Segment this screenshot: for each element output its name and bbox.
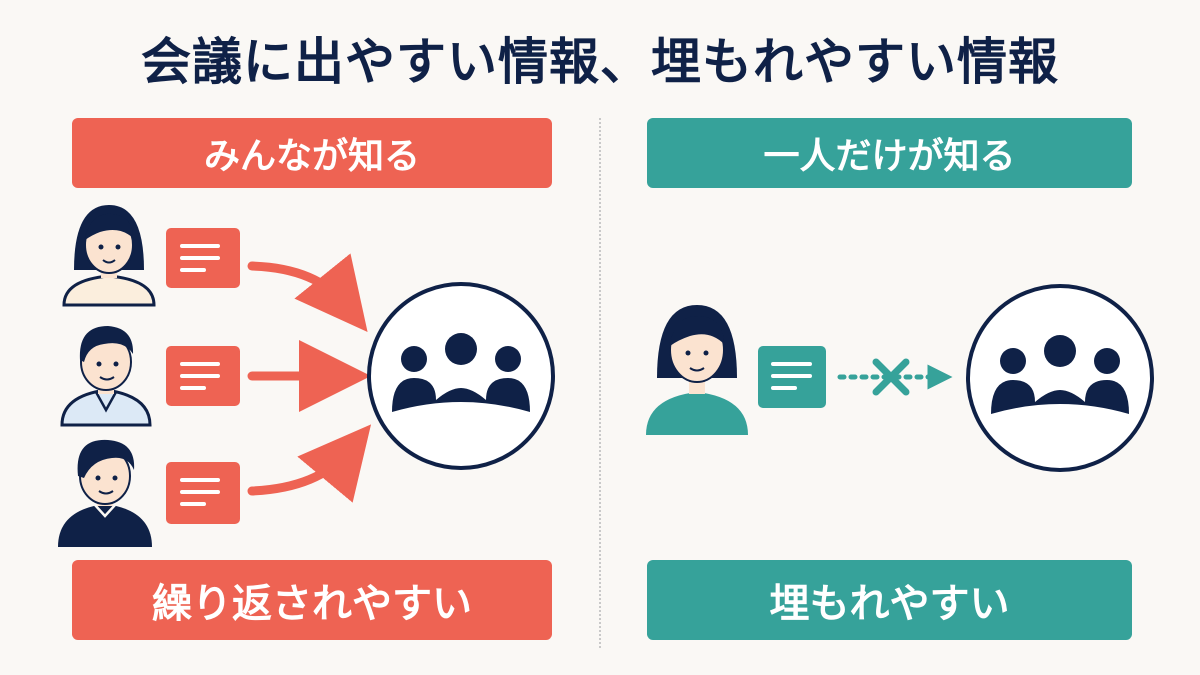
- only-one-knows-label: 一人だけが知る: [647, 118, 1132, 188]
- group-icon: [966, 284, 1154, 472]
- everyone-knows-label: みんなが知る: [72, 118, 552, 188]
- man-icon: [60, 326, 152, 427]
- group-icon: [367, 282, 555, 470]
- woman-icon: [62, 205, 156, 307]
- woman-icon: [646, 305, 748, 435]
- repeated-easily-label: 繰り返されやすい: [72, 560, 552, 640]
- cross-icon: [872, 358, 910, 396]
- document-icon: [758, 346, 826, 408]
- page-title: 会議に出やすい情報、埋もれやすい情報: [141, 33, 1059, 91]
- center-divider: [599, 118, 601, 648]
- man-icon: [58, 439, 152, 547]
- arrow-icon: [247, 253, 368, 333]
- document-icon: [166, 228, 240, 288]
- document-icon: [166, 346, 240, 406]
- document-icon: [166, 462, 240, 524]
- buried-easily-label: 埋もれやすい: [647, 560, 1132, 640]
- arrow-icon: [247, 424, 372, 503]
